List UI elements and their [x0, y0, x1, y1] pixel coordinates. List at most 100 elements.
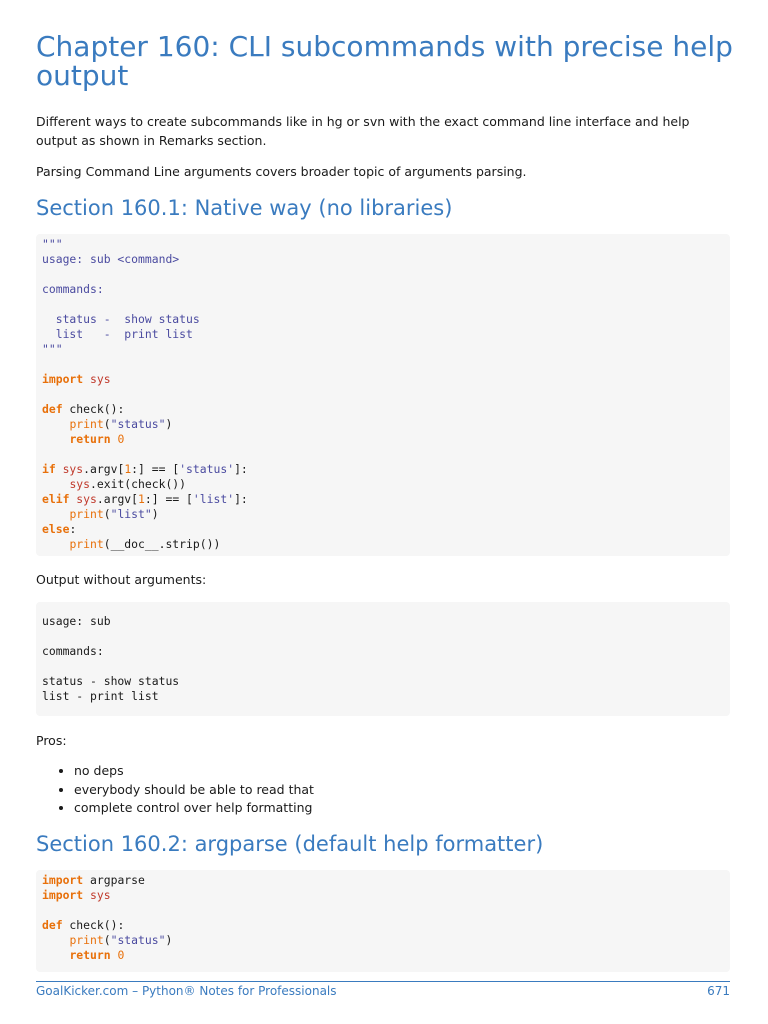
code-token: check():	[62, 918, 125, 932]
list-item: complete control over help formatting	[74, 799, 314, 818]
code-line: status - show status	[42, 312, 724, 327]
output-line: usage: sub	[42, 614, 111, 628]
code-token: print	[69, 933, 104, 947]
code-line: def check():	[42, 918, 724, 933]
code-token	[42, 477, 69, 491]
code-line: if sys.argv[1:] == ['status']:	[42, 462, 724, 477]
code-token: )	[165, 933, 173, 947]
code-line: print("status")	[42, 417, 724, 432]
code-token: 1	[124, 462, 132, 476]
code-line: """	[42, 342, 724, 357]
code-token	[42, 507, 69, 521]
footer-divider	[36, 981, 730, 982]
code-token	[42, 417, 69, 431]
code-line: import sys	[42, 888, 724, 903]
code-line: print("status")	[42, 933, 724, 948]
code-line: print(__doc__.strip())	[42, 537, 724, 552]
code-line: import sys	[42, 372, 724, 387]
list-item: everybody should be able to read that	[74, 781, 314, 800]
code-line: import argparse	[42, 873, 724, 888]
code-line: list - print list	[42, 327, 724, 342]
code-line: """	[42, 237, 724, 252]
output-line	[42, 659, 724, 674]
code-token: check():	[62, 402, 125, 416]
code-line	[42, 267, 724, 282]
code-token: sys	[69, 477, 91, 491]
code-line	[42, 387, 724, 402]
code-line: return 0	[42, 432, 724, 447]
code-token: return	[69, 948, 111, 962]
intro-paragraph-2: Parsing Command Line arguments covers br…	[36, 164, 527, 179]
code-token	[56, 462, 63, 476]
code-line: print("list")	[42, 507, 724, 522]
code-token: :	[69, 522, 77, 536]
output-line: status - show status	[42, 674, 180, 688]
code-token: 'list'	[192, 492, 235, 506]
code-line	[42, 447, 724, 462]
intro-paragraph-1: Different ways to create subcommands lik…	[36, 114, 690, 148]
code-line: commands:	[42, 282, 724, 297]
code-token: ]:	[234, 492, 248, 506]
code-line: return 0	[42, 948, 724, 963]
list-item: no deps	[74, 762, 314, 781]
code-line: usage: sub <command>	[42, 252, 724, 267]
output-line: list - print list	[42, 689, 159, 703]
code-token: 0	[117, 948, 125, 962]
code-token: "list"	[110, 507, 152, 521]
code-token: (	[103, 417, 111, 431]
code-token: def	[42, 918, 63, 932]
footer-source: GoalKicker.com – Python® Notes for Profe…	[36, 984, 337, 998]
code-token: (	[103, 507, 111, 521]
code-token: 1	[138, 492, 145, 506]
pros-label: Pros:	[36, 733, 67, 748]
code-token: import	[42, 888, 84, 902]
code-token: 'status'	[179, 462, 235, 476]
code-token: list - print list	[42, 327, 193, 341]
code-token: .argv[	[96, 492, 139, 506]
code-token: (__doc__.strip())	[103, 537, 221, 551]
code-line: elif sys.argv[1:] == ['list']:	[42, 492, 724, 507]
code-token: import	[42, 372, 84, 386]
code-line	[42, 903, 724, 918]
code-token	[83, 372, 90, 386]
code-line	[42, 357, 724, 372]
code-token: :] == [	[144, 492, 193, 506]
code-token: else	[42, 522, 70, 536]
code-token: .argv[	[83, 462, 125, 476]
code-line: else:	[42, 522, 724, 537]
code-line	[42, 297, 724, 312]
code-block-native: """usage: sub <command>commands: status …	[36, 234, 730, 556]
output-line	[42, 629, 724, 644]
code-token: return	[69, 432, 111, 446]
code-token: argparse	[83, 873, 145, 887]
code-token: :] == [	[131, 462, 180, 476]
code-token: sys	[76, 492, 97, 506]
code-line: sys.exit(check())	[42, 477, 724, 492]
section-1-title: Section 160.1: Native way (no libraries)	[36, 196, 453, 220]
code-token: def	[42, 402, 63, 416]
chapter-title: Chapter 160: CLI subcommands with precis…	[36, 30, 733, 92]
output-line: commands:	[42, 644, 104, 658]
code-token: (	[103, 933, 111, 947]
code-token: if	[42, 462, 56, 476]
output-label: Output without arguments:	[36, 572, 207, 587]
code-token: )	[151, 507, 159, 521]
code-token: .exit(check())	[90, 477, 187, 491]
code-token	[83, 888, 90, 902]
code-token: """	[42, 342, 63, 356]
code-token: )	[165, 417, 173, 431]
code-token: "status"	[110, 933, 166, 947]
code-line: def check():	[42, 402, 724, 417]
code-token: elif	[42, 492, 70, 506]
section-2-title: Section 160.2: argparse (default help fo…	[36, 832, 544, 856]
code-token: sys	[62, 462, 84, 476]
code-token: status - show status	[42, 312, 200, 326]
code-token: print	[69, 417, 104, 431]
code-token: print	[69, 537, 104, 551]
page-number: 671	[707, 984, 730, 998]
code-token: "status"	[110, 417, 166, 431]
code-token: 0	[117, 432, 125, 446]
code-token: """	[42, 237, 63, 251]
